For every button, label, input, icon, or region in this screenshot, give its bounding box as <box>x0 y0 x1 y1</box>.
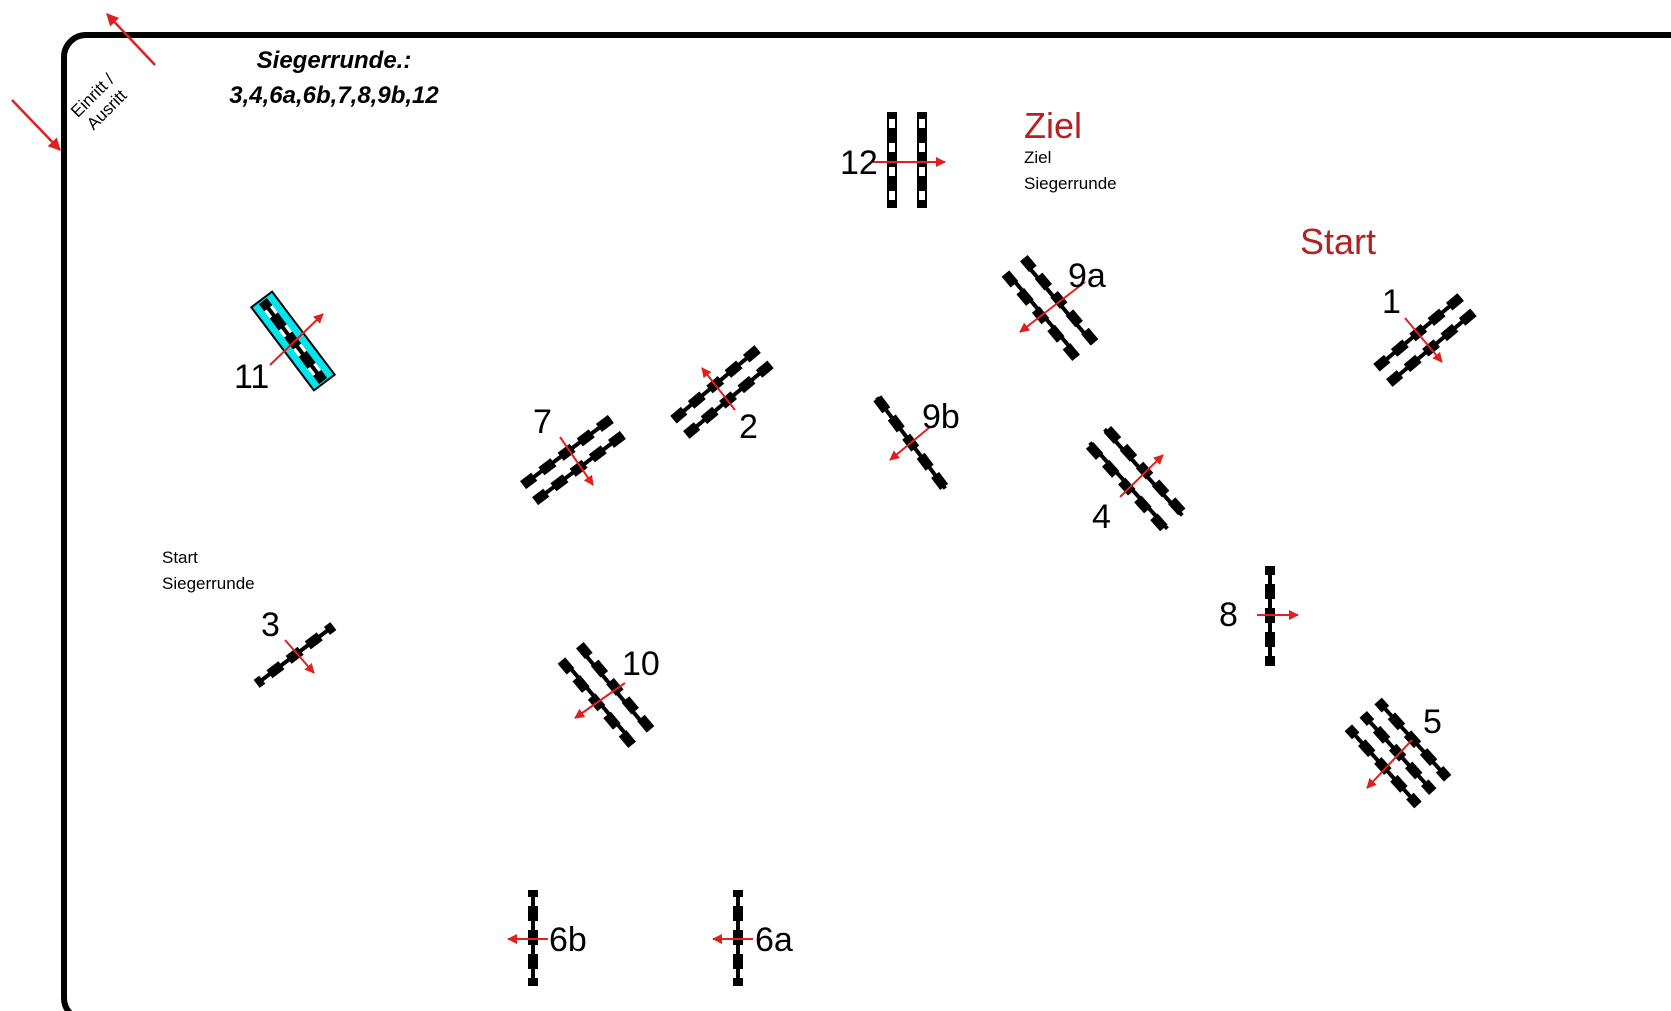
arena-border <box>61 32 1671 1011</box>
start-winner-round-label-2: Siegerrunde <box>162 574 255 593</box>
obstacle-9a: 9a <box>1001 254 1106 362</box>
obstacle-1-label: 1 <box>1382 283 1401 321</box>
obstacle-6a: 6a <box>712 890 793 986</box>
obstacle-5: 5 <box>1344 697 1452 809</box>
obstacle-2: 2 <box>670 345 774 446</box>
obstacle-7: 7 <box>520 403 626 506</box>
obstacle-3: 3 <box>253 606 337 688</box>
obstacle-10-label: 10 <box>622 645 660 683</box>
obstacle-4: 4 <box>1084 424 1188 536</box>
obstacle-9a-label: 9a <box>1068 257 1106 295</box>
obstacle-3-label: 3 <box>261 606 280 644</box>
obstacle-4-label: 4 <box>1092 498 1111 536</box>
start-label: Start <box>1300 221 1376 262</box>
obstacle-10: 10 <box>557 641 660 749</box>
finish-label: Ziel <box>1024 105 1082 146</box>
obstacle-6b: 6b <box>507 890 587 986</box>
obstacle-8: 8 <box>1219 566 1299 666</box>
obstacle-11: 11 <box>234 290 337 396</box>
obstacle-6a-label: 6a <box>755 921 793 959</box>
start-winner-round-label-1: Start <box>162 548 198 567</box>
finish-winner-round-label-2: Siegerrunde <box>1024 174 1117 193</box>
obstacle-5-label: 5 <box>1423 703 1442 741</box>
exit-arrow <box>106 13 156 66</box>
finish-winner-round-label-1: Ziel <box>1024 148 1051 167</box>
obstacle-6b-label: 6b <box>549 921 587 959</box>
obstacle-9b-label: 9b <box>922 398 960 436</box>
obstacle-2-label: 2 <box>739 408 758 446</box>
obstacle-11-label: 11 <box>234 358 269 396</box>
obstacle-9b: 9b <box>872 394 960 492</box>
obstacle-12-label: 12 <box>840 144 878 182</box>
obstacle-7-label: 7 <box>533 403 552 441</box>
obstacle-8-label: 8 <box>1219 596 1238 634</box>
obstacle-1: 1 <box>1373 283 1477 387</box>
winner-round-title: Siegerrunde.: <box>257 47 412 74</box>
entry-arrow <box>11 99 61 151</box>
winner-round-sequence: 3,4,6a,6b,7,8,9b,12 <box>229 82 439 109</box>
obstacle-12: 12 <box>840 112 946 208</box>
